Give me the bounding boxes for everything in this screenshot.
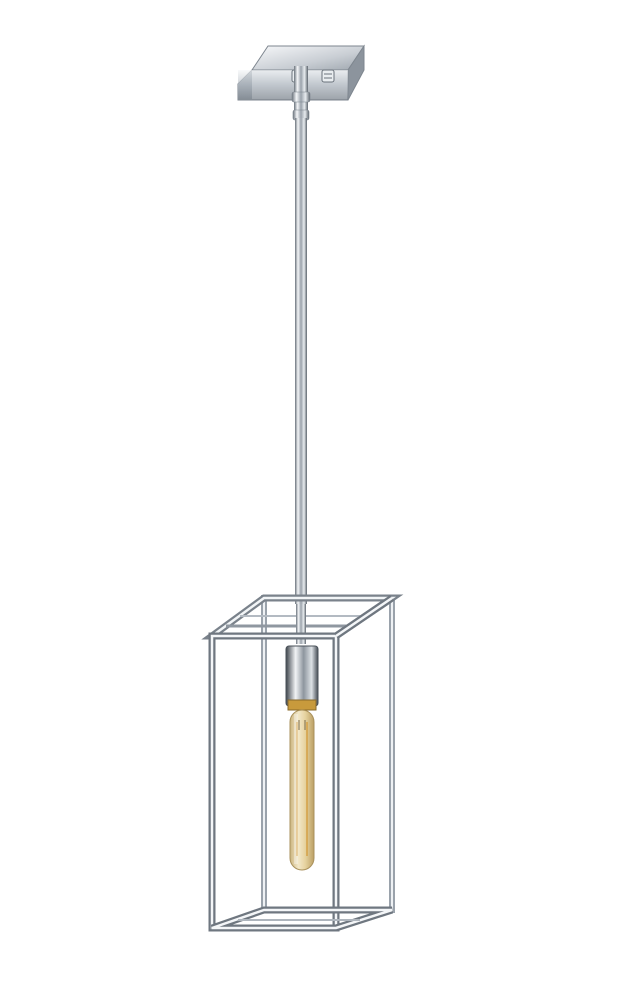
canopy-screw-right [321, 69, 335, 83]
lantern-bottom-frame [210, 906, 394, 932]
edison-bulb [289, 709, 315, 871]
stem-coupling [291, 66, 311, 121]
lantern-cage-back [261, 595, 395, 913]
bulb-socket [285, 604, 319, 711]
down-rod [295, 118, 307, 604]
